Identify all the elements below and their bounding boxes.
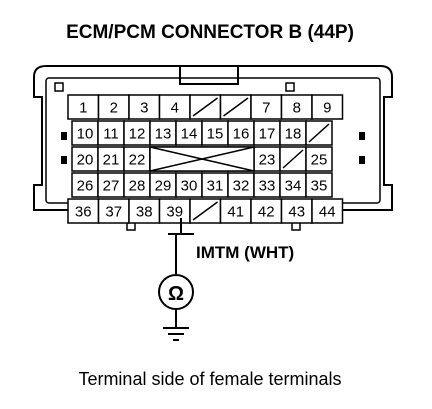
connector-side-marks bbox=[61, 132, 365, 164]
terminal-cell bbox=[250, 94, 283, 120]
terminal-cell bbox=[71, 120, 99, 146]
terminal-cell bbox=[175, 120, 203, 146]
terminal-number: 25 bbox=[311, 152, 328, 169]
terminal-cell bbox=[250, 198, 283, 224]
terminal-number: 31 bbox=[207, 178, 224, 195]
terminal-cell bbox=[158, 94, 191, 120]
terminal-cell bbox=[67, 198, 100, 224]
terminal-number: 30 bbox=[181, 178, 198, 195]
terminal-number: 23 bbox=[259, 152, 276, 169]
terminal-cell bbox=[201, 120, 229, 146]
diagram-caption: Terminal side of female terminals bbox=[78, 369, 341, 389]
terminal-number: 38 bbox=[136, 204, 153, 221]
terminal-cell bbox=[253, 172, 281, 198]
terminal-number: 4 bbox=[171, 100, 179, 117]
terminal-cell bbox=[311, 94, 344, 120]
terminal-cell bbox=[253, 146, 281, 172]
terminal-number: 14 bbox=[181, 126, 198, 143]
empty-cavity-mark bbox=[282, 149, 304, 169]
connector-lock-tab bbox=[179, 65, 239, 85]
terminal-cell bbox=[128, 94, 161, 120]
terminal-number: 36 bbox=[75, 204, 92, 221]
terminal-number: 10 bbox=[77, 126, 94, 143]
terminal-number: 44 bbox=[319, 204, 336, 221]
terminal-number: 21 bbox=[103, 152, 120, 169]
terminal-cell bbox=[97, 94, 130, 120]
svg-text:Ω: Ω bbox=[168, 283, 184, 305]
connector-pegs bbox=[54, 82, 301, 231]
terminal-number: 39 bbox=[166, 204, 183, 221]
terminal-cell bbox=[128, 198, 161, 224]
terminal-number: 26 bbox=[77, 178, 94, 195]
terminal-number: 37 bbox=[105, 204, 122, 221]
terminal-number: 11 bbox=[103, 126, 119, 143]
terminal-number: 15 bbox=[207, 126, 224, 143]
terminal-number: 3 bbox=[140, 100, 148, 117]
terminal-number: 28 bbox=[129, 178, 146, 195]
terminal-number: 7 bbox=[262, 100, 270, 117]
terminal-number: 8 bbox=[293, 100, 301, 117]
terminal-number: 33 bbox=[259, 178, 276, 195]
terminal-number: 18 bbox=[285, 126, 302, 143]
terminal-cell bbox=[280, 94, 313, 120]
empty-cavity-mark bbox=[223, 97, 249, 117]
terminal-number: 43 bbox=[288, 204, 305, 221]
probe-label: IMTM (WHT) bbox=[196, 243, 294, 262]
terminal-cell bbox=[149, 172, 177, 198]
terminal-number: 42 bbox=[258, 204, 275, 221]
terminal-number: 20 bbox=[77, 152, 94, 169]
terminal-number: 27 bbox=[103, 178, 120, 195]
probe-wire bbox=[168, 218, 194, 274]
terminal-number: 34 bbox=[285, 178, 302, 195]
empty-cavity-mark bbox=[149, 146, 255, 172]
ground-icon bbox=[163, 327, 189, 341]
terminal-number: 41 bbox=[227, 204, 244, 221]
terminal-cell bbox=[279, 120, 307, 146]
empty-cavity-mark bbox=[192, 201, 218, 221]
terminal-cell bbox=[219, 198, 252, 224]
terminal-number: 13 bbox=[155, 126, 172, 143]
terminal-number: 2 bbox=[110, 100, 118, 117]
terminal-cell bbox=[311, 198, 344, 224]
terminal-number: 32 bbox=[233, 178, 250, 195]
terminal-cell bbox=[305, 146, 333, 172]
terminal-number: 16 bbox=[233, 126, 250, 143]
terminal-number: 17 bbox=[259, 126, 276, 143]
terminal-number: 12 bbox=[129, 126, 146, 143]
terminal-number: 29 bbox=[155, 178, 172, 195]
terminal-number: 35 bbox=[311, 178, 328, 195]
empty-cavity-mark bbox=[308, 123, 330, 143]
terminal-cell bbox=[280, 198, 313, 224]
diagram-title: ECM/PCM CONNECTOR B (44P) bbox=[66, 22, 354, 43]
terminal-cell bbox=[71, 146, 99, 172]
empty-cavity-mark bbox=[192, 97, 218, 117]
terminal-number: 22 bbox=[129, 152, 146, 169]
terminal-cell bbox=[227, 120, 255, 146]
ohm-meter-icon: Ω bbox=[158, 274, 194, 310]
terminal-number: 1 bbox=[79, 100, 87, 117]
terminal-number: 9 bbox=[323, 100, 331, 117]
terminal-cell bbox=[97, 198, 130, 224]
terminal-cell bbox=[97, 120, 125, 146]
terminal-cell bbox=[305, 172, 333, 198]
